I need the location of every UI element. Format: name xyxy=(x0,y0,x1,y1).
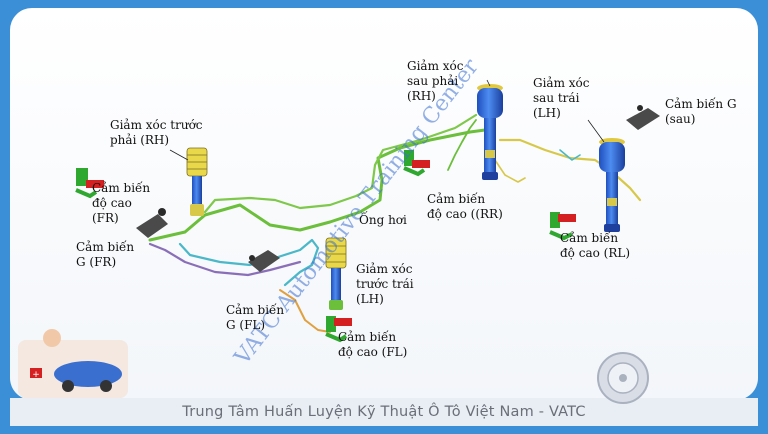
label-front-left-g-sensor: Cảm biến G (FL) xyxy=(226,303,285,332)
front-left-shock xyxy=(325,237,347,310)
pipe-rear-right-2 xyxy=(559,149,581,161)
pipe-rear-right xyxy=(494,159,526,183)
g-sensor-fr xyxy=(136,208,168,238)
inner-panel xyxy=(10,8,758,400)
label-front-right-g-sensor: Cảm biến G (FR) xyxy=(76,240,135,269)
wheel-icon xyxy=(597,352,649,404)
label-air-pipe: Ống hơi xyxy=(359,213,407,227)
label-front-left-height-sensor: Cảm biến độ cao (FL) xyxy=(338,330,408,359)
label-front-right-height-sensor: Cảm biến độ cao (FR) xyxy=(92,181,151,225)
height-sensor-rr xyxy=(403,150,430,177)
height-sensor-fl xyxy=(325,316,352,343)
cartoon-car-illustration: + xyxy=(18,329,128,398)
pipe-small xyxy=(447,119,477,171)
g-sensor-fl xyxy=(248,250,280,272)
label-front-left-shock: Giảm xóc trước trái (LH) xyxy=(356,262,414,306)
pipe-green-2 xyxy=(203,113,478,214)
height-sensor-rl xyxy=(549,212,576,241)
label-rear-right-shock: Giảm xóc sau phải (RH) xyxy=(407,59,464,103)
main-pipe-green xyxy=(148,128,487,242)
label-rear-g-sensor: Cảm biến G (sau) xyxy=(665,97,737,126)
rear-left-shock xyxy=(599,138,625,232)
g-sensor-rear xyxy=(626,105,660,130)
front-right-shock xyxy=(186,147,208,216)
label-front-right-shock: Giảm xóc trước phải (RH) xyxy=(110,118,203,147)
rear-right-shock xyxy=(477,84,503,180)
label-rear-left-shock: Giảm xóc sau trái (LH) xyxy=(533,76,590,120)
label-rear-left-height-sensor: Cảm biến độ cao (RL) xyxy=(560,231,631,260)
footer-bar xyxy=(10,398,758,426)
svg-text:+: + xyxy=(32,370,40,380)
label-rear-right-height-sensor: Cảm biến độ cao ((RR) xyxy=(427,192,503,221)
pipe-cyan xyxy=(178,238,320,287)
air-pipe-network xyxy=(148,113,642,333)
pipe-yellow-rear xyxy=(498,138,642,202)
pipe-purple xyxy=(148,242,302,277)
pointer-lines xyxy=(169,79,605,161)
footer-title: Trung Tâm Huấn Luyện Kỹ Thuật Ô Tô Việt … xyxy=(182,404,586,420)
pipe-orange xyxy=(279,289,331,333)
height-sensor-fr xyxy=(75,168,104,199)
